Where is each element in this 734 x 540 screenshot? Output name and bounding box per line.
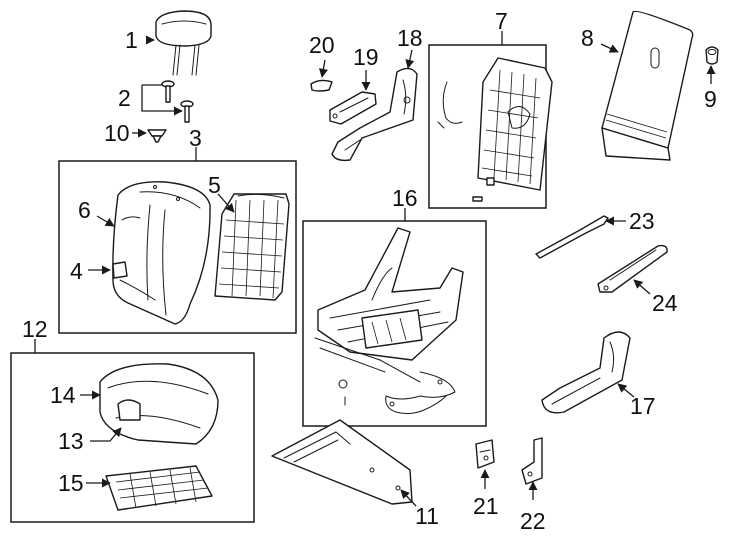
callout-20: 20	[309, 32, 335, 58]
leader-11	[400, 489, 417, 507]
callout-1: 1	[125, 27, 138, 53]
callout-14: 14	[50, 382, 76, 408]
leader-6	[96, 215, 115, 227]
trim-clip	[147, 129, 167, 143]
seat-back-panel	[601, 10, 694, 161]
seat-back-cover	[112, 181, 211, 325]
small-bracket	[475, 439, 495, 469]
seat-cushion-cover	[99, 363, 219, 445]
inner-side-shield	[541, 331, 631, 414]
headrest-guides	[161, 80, 194, 123]
callout-15: 15	[58, 470, 84, 496]
group-box-12	[10, 352, 255, 523]
seat-back-frame	[437, 57, 553, 202]
seat-cushion-frame	[314, 227, 464, 415]
callout-22: 22	[520, 508, 546, 534]
leader-2	[141, 84, 182, 111]
callout-7: 7	[495, 8, 508, 34]
callout-19: 19	[353, 44, 379, 70]
callout-23: 23	[629, 208, 655, 234]
callout-21: 21	[473, 493, 499, 519]
leader-8	[600, 43, 619, 53]
callout-12: 12	[22, 316, 48, 342]
callout-10: 10	[104, 120, 130, 146]
callout-3: 3	[189, 125, 202, 151]
callout-5: 5	[208, 172, 221, 198]
callout-13: 13	[58, 428, 84, 454]
callout-11: 11	[415, 503, 439, 529]
callout-18: 18	[397, 25, 423, 51]
callout-24: 24	[652, 290, 678, 316]
group-box-3	[58, 160, 297, 334]
bezel	[705, 46, 719, 65]
callout-4: 4	[70, 258, 83, 284]
leader-24	[633, 279, 651, 295]
seat-cushion-pad	[105, 465, 213, 511]
callout-8: 8	[581, 25, 594, 51]
leader-17	[617, 383, 635, 398]
callout-2: 2	[118, 85, 131, 111]
cushion-side-panel	[271, 419, 413, 505]
hinge-bracket	[521, 437, 543, 485]
callout-9: 9	[704, 86, 717, 112]
recliner-lever-knob	[310, 79, 333, 92]
leader-13	[90, 427, 122, 442]
cable-bracket	[597, 244, 668, 293]
callout-16: 16	[392, 185, 418, 211]
seat-back-pad	[214, 193, 290, 301]
leader-20	[318, 59, 328, 78]
callout-6: 6	[78, 197, 91, 223]
release-rod	[535, 215, 609, 259]
leader-5	[217, 193, 235, 213]
callout-17: 17	[630, 393, 656, 419]
leader-18	[405, 49, 415, 69]
headrest	[155, 10, 212, 76]
group-box-16	[302, 220, 487, 427]
back-panel-tab	[112, 261, 128, 279]
side-shield-trim	[329, 91, 377, 125]
